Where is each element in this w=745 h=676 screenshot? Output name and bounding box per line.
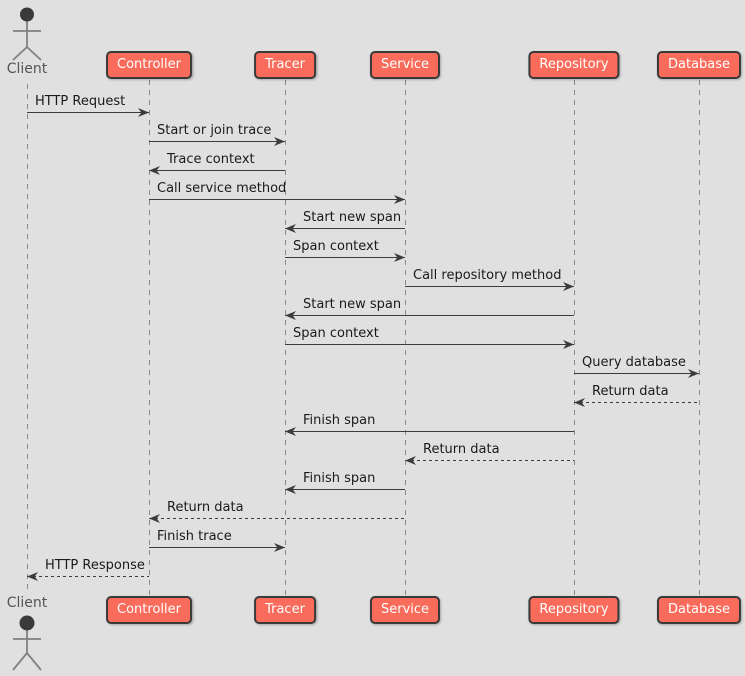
message-label: Return data bbox=[423, 442, 500, 457]
message-line bbox=[149, 170, 285, 171]
message-line bbox=[285, 344, 574, 345]
arrowhead-icon bbox=[274, 137, 285, 146]
participant-top-repository: Repository bbox=[528, 51, 620, 79]
arrowhead-icon bbox=[149, 514, 160, 523]
message-label: Span context bbox=[293, 326, 379, 341]
message-line bbox=[149, 199, 405, 200]
message-label: Start or join trace bbox=[157, 123, 272, 138]
message-label: Return data bbox=[592, 384, 669, 399]
message-label: Finish span bbox=[303, 471, 376, 486]
participant-top-database: Database bbox=[656, 51, 742, 79]
message-line bbox=[574, 402, 699, 403]
arrowhead-icon bbox=[394, 195, 405, 204]
arrowhead-icon bbox=[285, 224, 296, 233]
message-line bbox=[285, 257, 405, 258]
arrowhead-icon bbox=[274, 543, 285, 552]
message-label: Trace context bbox=[167, 152, 255, 167]
arrowhead-icon bbox=[563, 340, 574, 349]
participant-bottom-controller: Controller bbox=[106, 596, 192, 624]
participant-bottom-tracer: Tracer bbox=[254, 596, 316, 624]
lifeline-database bbox=[699, 80, 700, 596]
client-actor-icon bbox=[12, 615, 42, 671]
arrowhead-icon bbox=[574, 398, 585, 407]
participant-bottom-database: Database bbox=[656, 596, 742, 624]
arrowhead-icon bbox=[405, 456, 416, 465]
message-line bbox=[149, 547, 285, 548]
lifeline-controller bbox=[149, 80, 150, 596]
message-label: Finish span bbox=[303, 413, 376, 428]
arrowhead-icon bbox=[394, 253, 405, 262]
message-label: HTTP Response bbox=[45, 558, 145, 573]
lifeline-tracer bbox=[285, 80, 286, 596]
arrowhead-icon bbox=[688, 369, 699, 378]
message-label: Call service method bbox=[157, 181, 287, 196]
message-line bbox=[285, 315, 574, 316]
arrowhead-icon bbox=[563, 282, 574, 291]
lifeline-repository bbox=[574, 80, 575, 596]
message-line bbox=[285, 431, 574, 432]
arrowhead-icon bbox=[285, 427, 296, 436]
arrowhead-icon bbox=[27, 572, 38, 581]
message-label: Span context bbox=[293, 239, 379, 254]
arrowhead-icon bbox=[285, 311, 296, 320]
message-line bbox=[285, 228, 405, 229]
lifeline-service bbox=[405, 80, 406, 596]
participant-top-controller: Controller bbox=[106, 51, 192, 79]
message-line bbox=[285, 489, 405, 490]
message-line bbox=[27, 112, 149, 113]
participant-top-tracer: Tracer bbox=[254, 51, 316, 79]
lifeline-client bbox=[27, 84, 28, 593]
message-label: Finish trace bbox=[157, 529, 232, 544]
message-line bbox=[27, 576, 149, 577]
message-line bbox=[405, 286, 574, 287]
arrowhead-icon bbox=[285, 485, 296, 494]
participant-bottom-repository: Repository bbox=[528, 596, 620, 624]
arrowhead-icon bbox=[149, 166, 160, 175]
message-label: Start new span bbox=[303, 210, 402, 225]
participant-bottom-service: Service bbox=[369, 596, 441, 624]
message-line bbox=[405, 460, 574, 461]
message-label: Return data bbox=[167, 500, 244, 515]
message-label: Call repository method bbox=[413, 268, 562, 283]
message-label: HTTP Request bbox=[35, 94, 126, 109]
message-line bbox=[149, 518, 405, 519]
client-label-bottom: Client bbox=[6, 595, 48, 611]
message-line bbox=[574, 373, 699, 374]
participant-top-service: Service bbox=[369, 51, 441, 79]
message-label: Query database bbox=[582, 355, 686, 370]
message-label: Start new span bbox=[303, 297, 402, 312]
message-line bbox=[149, 141, 285, 142]
client-actor-icon bbox=[12, 7, 42, 61]
arrowhead-icon bbox=[138, 108, 149, 117]
client-label-top: Client bbox=[6, 61, 48, 77]
